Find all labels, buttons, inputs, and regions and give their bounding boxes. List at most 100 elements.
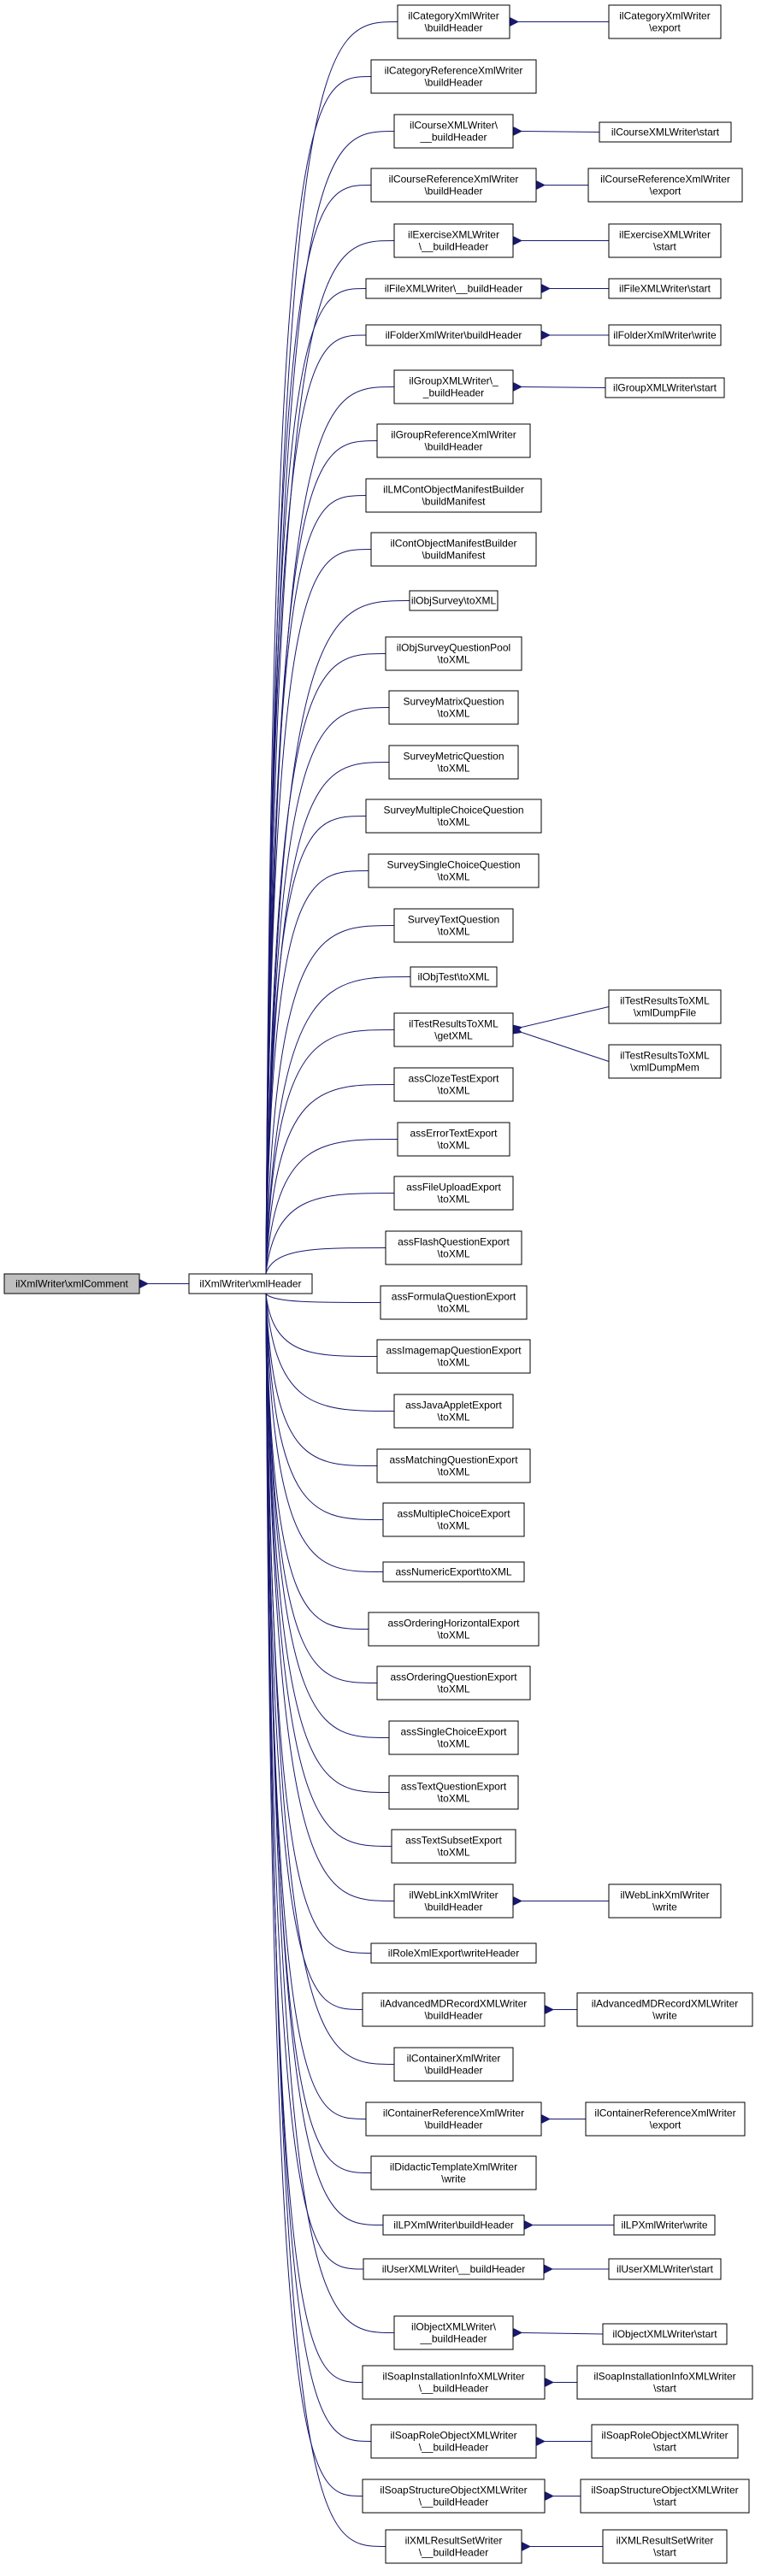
node-outer-5[interactable]: ilFolderXmlWriter\write — [608, 324, 722, 346]
node-caller-25[interactable]: assImagemapQuestionExport\toXML — [376, 1339, 531, 1374]
node-caller-16[interactable]: SurveySingleChoiceQuestion\toXML — [368, 853, 540, 888]
node-caller-22[interactable]: assFileUploadExport\toXML — [393, 1176, 514, 1211]
node-outer-2[interactable]: ilCourseReferenceXmlWriter\export — [587, 168, 743, 203]
node-caller-19[interactable]: ilTestResultsToXML\getXML — [393, 1012, 514, 1047]
node-caller-36-label-line-0: ilRoleXmlExport\writeHeader — [388, 1948, 519, 1960]
node-outer-11[interactable]: ilContainerReferenceXmlWriter\export — [585, 2101, 746, 2137]
node-caller-14[interactable]: SurveyMetricQuestion\toXML — [388, 745, 519, 780]
edge-caller-3 — [266, 185, 372, 1274]
node-caller-4[interactable]: ilExerciseXMLWriter\__buildHeader — [393, 223, 514, 258]
node-outer-9[interactable]: ilWebLinkXmlWriter\write — [608, 1883, 722, 1919]
edge-outer-8 — [522, 1033, 610, 1062]
node-caller-44[interactable]: ilSoapInstallationInfoXMLWriter\__buildH… — [362, 2365, 546, 2400]
node-caller-13[interactable]: SurveyMatrixQuestion\toXML — [388, 690, 519, 725]
node-caller-10[interactable]: ilContObjectManifestBuilder\buildManifes… — [370, 532, 537, 567]
node-caller-17[interactable]: SurveyTextQuestion\toXML — [393, 908, 514, 943]
node-outer-1[interactable]: ilCourseXMLWriter\start — [599, 121, 732, 143]
node-outer-6[interactable]: ilGroupXMLWriter\start — [605, 377, 725, 398]
node-caller-16-box — [368, 853, 540, 888]
node-caller-21-label-line-0: assErrorTextExport — [410, 1128, 498, 1140]
node-caller-9[interactable]: ilLMContObjectManifestBuilder\buildManif… — [365, 478, 542, 513]
edge-caller-13 — [266, 707, 390, 1274]
node-outer-8[interactable]: ilTestResultsToXML\xmlDumpMem — [608, 1044, 722, 1079]
node-outer-12[interactable]: ilLPXmlWriter\write — [613, 2214, 716, 2236]
node-outer-13[interactable]: ilUserXMLWriter\start — [608, 2258, 722, 2280]
node-outer-14[interactable]: ilObjectXMLWriter\start — [602, 2323, 728, 2345]
node-caller-39[interactable]: ilContainerReferenceXmlWriter\buildHeade… — [365, 2101, 542, 2137]
node-outer-10[interactable]: ilAdvancedMDRecordXMLWriter\write — [576, 1992, 753, 2027]
node-caller-36-box — [370, 1942, 537, 1964]
node-caller-27-box — [376, 1448, 531, 1483]
node-outer-3-label-line-0: ilExerciseXMLWriter — [619, 229, 711, 241]
node-outer-16[interactable]: ilSoapRoleObjectXMLWriter\start — [591, 2424, 739, 2459]
node-caller-28-label-line-1: \toXML — [437, 1520, 469, 1532]
node-caller-22-label-line-1: \toXML — [437, 1194, 469, 1205]
node-caller-42[interactable]: ilUserXMLWriter\__buildHeader — [363, 2258, 545, 2280]
node-caller-34-box — [391, 1829, 516, 1864]
node-caller-15[interactable]: SurveyMultipleChoiceQuestion\toXML — [365, 799, 542, 834]
node-caller-3-label-line-1: \buildHeader — [424, 186, 482, 197]
node-xmlheader[interactable]: ilXmlWriter\xmlHeader — [188, 1273, 313, 1294]
edge-caller-1 — [266, 76, 372, 1274]
node-outer-17-box — [580, 2479, 750, 2514]
node-outer-13-box — [608, 2258, 722, 2280]
node-caller-3[interactable]: ilCourseReferenceXmlWriter\buildHeader — [370, 168, 537, 203]
node-caller-44-label-line-0: ilSoapInstallationInfoXMLWriter — [382, 2371, 524, 2383]
node-caller-39-box — [365, 2101, 542, 2137]
node-caller-7[interactable]: ilGroupXMLWriter\__buildHeader — [393, 369, 514, 404]
node-caller-13-label-line-0: SurveyMatrixQuestion — [403, 696, 504, 708]
node-caller-41[interactable]: ilLPXmlWriter\buildHeader — [382, 2214, 525, 2236]
node-caller-5[interactable]: ilFileXMLWriter\__buildHeader — [365, 278, 542, 299]
node-caller-16-label-line-1: \toXML — [437, 871, 469, 883]
node-outer-4[interactable]: ilFileXMLWriter\start — [608, 278, 722, 299]
node-caller-28[interactable]: assMultipleChoiceExport\toXML — [382, 1502, 525, 1537]
node-caller-38[interactable]: ilContainerXmlWriter\buildHeader — [393, 2047, 514, 2082]
node-caller-29[interactable]: assNumericExport\toXML — [382, 1561, 525, 1583]
node-xmlcomment[interactable]: ilXmlWriter\xmlComment — [3, 1273, 140, 1294]
node-caller-1[interactable]: ilCategoryReferenceXmlWriter\buildHeader — [370, 59, 537, 94]
node-outer-3[interactable]: ilExerciseXMLWriter\start — [608, 223, 722, 258]
edge-caller-14 — [266, 762, 390, 1274]
node-caller-44-label-line-1: \__buildHeader — [419, 2383, 488, 2395]
node-caller-24[interactable]: assFormulaQuestionExport\toXML — [380, 1285, 528, 1320]
node-outer-0[interactable]: ilCategoryXmlWriter\export — [608, 4, 722, 39]
node-caller-20[interactable]: assClozeTestExport\toXML — [393, 1067, 514, 1102]
node-outer-17-label-line-0: ilSoapStructureObjectXMLWriter — [591, 2485, 738, 2496]
node-outer-3-label-line-1: \start — [653, 241, 676, 253]
edge-caller-0 — [266, 21, 398, 1274]
node-caller-8[interactable]: ilGroupReferenceXmlWriter\buildHeader — [376, 423, 531, 458]
node-caller-30[interactable]: assOrderingHorizontalExport\toXML — [368, 1612, 540, 1647]
node-caller-46[interactable]: ilSoapStructureObjectXMLWriter\__buildHe… — [362, 2479, 546, 2514]
node-outer-15[interactable]: ilSoapInstallationInfoXMLWriter\start — [576, 2365, 753, 2400]
node-caller-0[interactable]: ilCategoryXmlWriter\buildHeader — [397, 4, 510, 39]
node-caller-40[interactable]: ilDidacticTemplateXmlWriter\write — [370, 2155, 537, 2190]
node-caller-32[interactable]: assSingleChoiceExport\toXML — [388, 1720, 519, 1755]
node-caller-46-box — [362, 2479, 546, 2514]
node-caller-2[interactable]: ilCourseXMLWriter\__buildHeader — [393, 114, 514, 149]
node-caller-43[interactable]: ilObjectXMLWriter\__buildHeader — [393, 2315, 514, 2350]
node-caller-1-box — [370, 59, 537, 94]
node-caller-23[interactable]: assFlashQuestionExport\toXML — [385, 1230, 522, 1265]
node-caller-35[interactable]: ilWebLinkXmlWriter\buildHeader — [393, 1883, 514, 1919]
node-caller-34[interactable]: assTextSubsetExport\toXML — [391, 1829, 516, 1864]
node-outer-18[interactable]: ilXMLResultSetWriter\start — [602, 2529, 728, 2564]
node-caller-21[interactable]: assErrorTextExport\toXML — [397, 1122, 510, 1157]
node-caller-36[interactable]: ilRoleXmlExport\writeHeader — [370, 1942, 537, 1964]
node-caller-21-box — [397, 1122, 510, 1157]
node-outer-7[interactable]: ilTestResultsToXML\xmlDumpFile — [608, 989, 722, 1024]
node-caller-47[interactable]: ilXMLResultSetWriter\__buildHeader — [385, 2529, 522, 2564]
node-caller-37[interactable]: ilAdvancedMDRecordXMLWriter\buildHeader — [362, 1992, 546, 2027]
node-caller-11[interactable]: ilObjSurvey\toXML — [409, 590, 499, 611]
node-caller-12[interactable]: ilObjSurveyQuestionPool\toXML — [385, 636, 522, 671]
node-caller-31[interactable]: assOrderingQuestionExport\toXML — [376, 1665, 531, 1701]
node-outer-17[interactable]: ilSoapStructureObjectXMLWriter\start — [580, 2479, 750, 2514]
node-caller-45[interactable]: ilSoapRoleObjectXMLWriter\__buildHeader — [370, 2424, 537, 2459]
node-caller-26[interactable]: assJavaAppletExport\toXML — [393, 1394, 514, 1429]
node-caller-18[interactable]: ilObjTest\toXML — [410, 966, 498, 987]
node-caller-27[interactable]: assMatchingQuestionExport\toXML — [376, 1448, 531, 1483]
node-caller-6[interactable]: ilFolderXmlWriter\buildHeader — [365, 324, 542, 346]
node-caller-9-label-line-1: \buildManifest — [422, 496, 486, 508]
node-caller-33[interactable]: assTextQuestionExport\toXML — [388, 1775, 519, 1810]
node-caller-46-label-line-1: \__buildHeader — [419, 2496, 488, 2508]
node-caller-45-box — [370, 2424, 537, 2459]
